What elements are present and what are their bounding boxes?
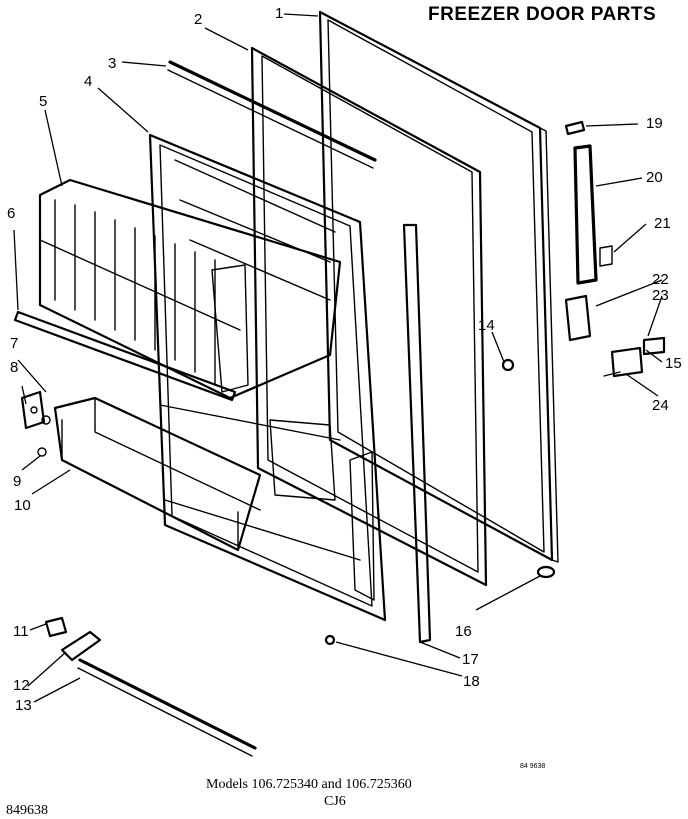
callout-1: 1 — [275, 5, 283, 22]
callout-23: 23 — [652, 287, 669, 304]
callout-11: 11 — [13, 623, 29, 640]
models-caption: Models 106.725340 and 106.725360 — [206, 777, 412, 792]
callout-10: 10 — [14, 497, 31, 514]
callout-14: 14 — [478, 317, 495, 334]
part-2-door-gasket — [250, 46, 488, 587]
callout-5: 5 — [39, 93, 47, 110]
callout-4: 4 — [84, 73, 92, 90]
callout-16: 16 — [455, 623, 472, 640]
callout-3: 3 — [108, 55, 116, 72]
document-number: 849638 — [6, 803, 48, 818]
part-7-8-9-bracket-assembly — [20, 390, 51, 457]
part-4-inner-door-liner — [148, 133, 387, 622]
part-14-plug — [501, 358, 515, 372]
part-5-door-shelf-rack — [38, 178, 342, 400]
callout-12: 12 — [13, 677, 30, 694]
part-3-breaker-strip — [167, 60, 377, 169]
callout-20: 20 — [646, 169, 663, 186]
callout-7: 7 — [10, 335, 18, 352]
callout-19: 19 — [646, 115, 663, 132]
callout-15: 15 — [665, 355, 682, 372]
callout-24: 24 — [652, 397, 669, 414]
small-code: 84 9638 — [520, 763, 545, 770]
diagram-title: FREEZER DOOR PARTS — [428, 4, 656, 25]
callout-6: 6 — [7, 205, 15, 222]
callout-9: 9 — [13, 473, 21, 490]
part-18-screw — [324, 634, 336, 646]
part-1-door-outer-panel — [318, 10, 559, 563]
sub-code: CJ6 — [324, 794, 346, 809]
leader-lines — [13, 13, 663, 703]
part-17-vertical-strip — [402, 223, 432, 644]
callout-labels: 1 2 3 4 5 6 7 8 9 10 11 12 13 14 15 16 1… — [7, 5, 682, 714]
part-19-24-handle-hardware — [564, 120, 666, 378]
part-10-door-bin — [53, 396, 262, 552]
part-11-12-13-bottom-rail — [44, 616, 257, 757]
callout-17: 17 — [462, 651, 479, 668]
callout-2: 2 — [194, 11, 202, 28]
callout-21: 21 — [654, 215, 671, 232]
callout-22: 22 — [652, 271, 669, 288]
callout-13: 13 — [15, 697, 32, 714]
part-16-foot-pad — [536, 565, 556, 579]
part-6-shelf-bar — [13, 310, 237, 402]
callout-8: 8 — [10, 359, 18, 376]
callout-18: 18 — [463, 673, 480, 690]
